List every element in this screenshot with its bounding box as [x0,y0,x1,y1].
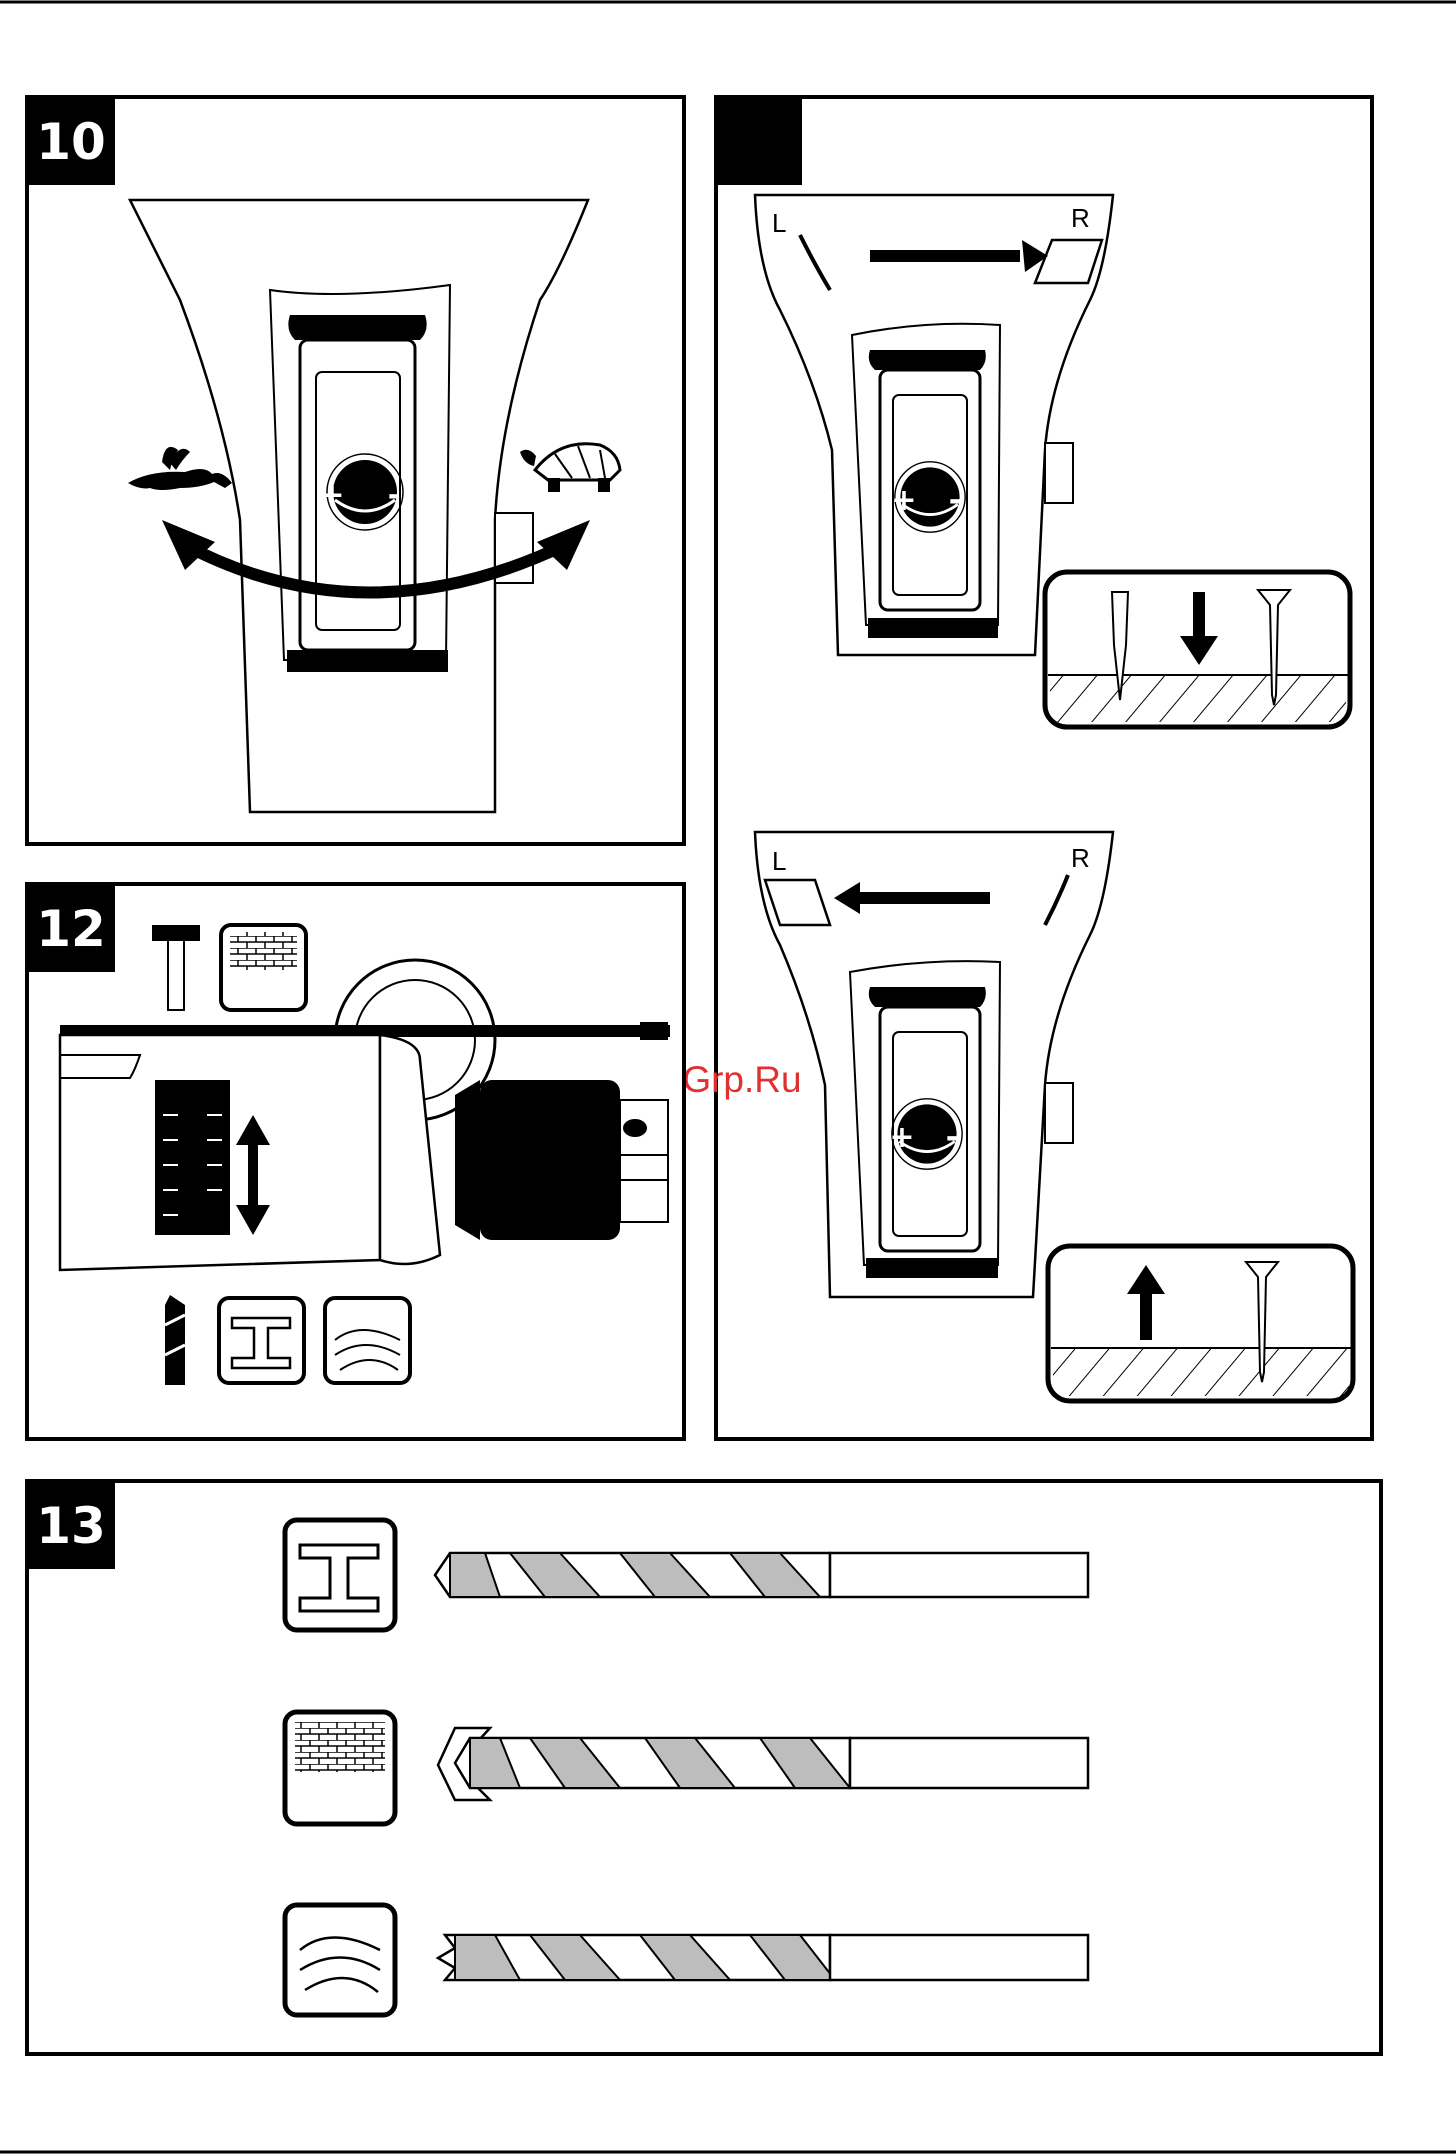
wood-block-icon [325,1298,410,1383]
panel-number: 13 [36,1497,106,1555]
panel-13: 13 [27,1481,1381,2054]
right-label: R [1071,203,1090,233]
drill-bit-icon [165,1295,185,1385]
left-label: L [772,846,786,876]
panel-number: 10 [36,113,106,171]
steel-beam-icon [285,1520,395,1630]
metal-bit [435,1553,1088,1597]
panel-number: 12 [36,900,106,958]
panel-12: 12 [27,884,684,1439]
switch-base [287,650,448,672]
panel-11: L R + - [716,97,1372,1439]
steel-beam-icon [219,1298,304,1383]
depth-scale [155,1080,230,1235]
svg-text:+: + [891,483,916,518]
right-label: R [1071,843,1090,873]
svg-text:-: - [388,478,400,513]
left-label: L [772,208,786,238]
wood-block-icon [285,1905,395,2015]
masonry-bit [438,1728,1088,1800]
svg-text:-: - [949,483,961,518]
svg-text:-: - [946,1120,958,1155]
svg-text:+: + [889,1120,914,1155]
chuck [480,1080,620,1240]
panel-10: 10 + - [27,97,684,844]
screw-in-inset [1045,572,1350,727]
wood-bit [438,1935,1088,1980]
screw-out-inset [1048,1246,1353,1401]
panel-number-badge [716,97,802,185]
brick-wall-icon [221,925,306,1010]
brick-wall-icon [285,1712,395,1824]
svg-text:+: + [319,478,344,513]
